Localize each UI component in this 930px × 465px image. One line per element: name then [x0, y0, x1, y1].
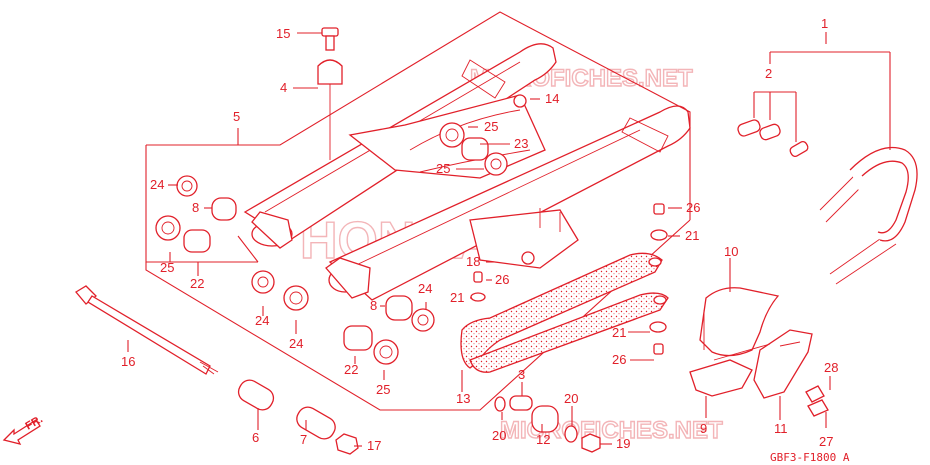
washer-21-b	[470, 292, 486, 302]
callout-21-c: 21	[612, 325, 626, 340]
bushing-23	[461, 137, 489, 161]
front-direction-label: FR.	[24, 413, 45, 432]
bolt-26-c	[653, 343, 664, 355]
guard-10	[699, 287, 780, 357]
chain-link-2-a	[737, 119, 761, 137]
callout-18: 18	[466, 254, 480, 269]
bolt-28	[805, 385, 825, 403]
callout-8-a: 8	[192, 200, 199, 215]
bearing-25-mid	[484, 152, 508, 176]
bolt-26-a	[653, 203, 665, 215]
plate-9	[689, 359, 753, 397]
callout-4: 4	[280, 80, 287, 95]
collar-3	[509, 395, 533, 411]
collar-6	[237, 379, 275, 411]
callout-25-c: 25	[160, 260, 174, 275]
callout-23: 23	[514, 136, 528, 151]
nut-17	[335, 433, 359, 455]
washer-21-c	[649, 321, 667, 333]
washer-20-right	[564, 425, 578, 443]
callout-16: 16	[121, 354, 135, 369]
callout-7: 7	[300, 432, 307, 447]
callout-3: 3	[518, 367, 525, 382]
roller-12	[531, 405, 559, 433]
callout-10: 10	[724, 244, 738, 259]
clamp-4	[317, 59, 343, 85]
bearing-25-left	[155, 215, 181, 241]
bolt-27	[807, 399, 829, 417]
callout-24-a: 24	[150, 177, 164, 192]
clip-2-c	[789, 140, 809, 158]
callout-11: 11	[774, 421, 788, 436]
leader-lines	[127, 32, 891, 447]
callout-21-a: 21	[685, 228, 699, 243]
callout-24-d: 24	[289, 336, 303, 351]
callout-25-a: 25	[484, 119, 498, 134]
nut-19	[581, 433, 601, 453]
callout-5: 5	[233, 109, 240, 124]
callout-21-b: 21	[450, 290, 464, 305]
washer-21-a	[650, 229, 668, 241]
bolt-26-b	[473, 271, 483, 283]
grommet-14	[513, 94, 527, 108]
callout-14: 14	[545, 91, 559, 106]
callout-labels: 1 2 15 4 14 5 25 23 25 24 8 26 21 10 18 …	[121, 16, 838, 453]
callout-22-b: 22	[344, 362, 358, 377]
seal-24-b	[283, 285, 309, 311]
needle-22-center	[343, 325, 373, 351]
callout-13: 13	[456, 391, 470, 406]
callout-17: 17	[367, 438, 381, 453]
callout-20-b: 20	[492, 428, 506, 443]
diagram-code: GBF3-F1800 A	[770, 451, 850, 464]
callout-2: 2	[765, 66, 772, 81]
seal-24-c	[411, 308, 435, 332]
callout-15: 15	[276, 26, 290, 41]
washer-20-left	[494, 396, 506, 412]
callout-26-b: 26	[495, 272, 509, 287]
callout-8-b: 8	[370, 298, 377, 313]
collar-8-left	[211, 197, 237, 221]
callout-19: 19	[616, 436, 630, 451]
callout-27: 27	[819, 434, 833, 449]
callout-9: 9	[700, 421, 707, 436]
callout-12: 12	[536, 432, 550, 447]
guide-11	[753, 329, 813, 399]
drive-chain-1	[819, 146, 918, 285]
callout-22-a: 22	[190, 276, 204, 291]
grommet-18	[521, 251, 535, 265]
callout-24-c: 24	[255, 313, 269, 328]
callout-20-a: 20	[564, 391, 578, 406]
bearing-25-upper	[439, 122, 465, 148]
chain-link-2-b	[759, 123, 781, 141]
seal-24-left	[176, 175, 198, 197]
chain-slider-13	[460, 252, 669, 373]
callout-1: 1	[821, 16, 828, 31]
callout-6: 6	[252, 430, 259, 445]
callout-26-c: 26	[612, 352, 626, 367]
seal-24-a	[251, 270, 275, 294]
callout-24-b: 24	[418, 281, 432, 296]
collar-8-center	[385, 295, 413, 321]
bolt-15	[321, 27, 339, 51]
bearing-25-center	[373, 339, 399, 365]
needle-22-left	[183, 229, 211, 253]
collar-7	[296, 406, 336, 440]
callout-25-b: 25	[436, 161, 450, 176]
callout-26-a: 26	[686, 200, 700, 215]
front-direction-arrow: FR.	[2, 413, 45, 445]
pivot-bolt-16	[75, 285, 219, 375]
callout-25-d: 25	[376, 382, 390, 397]
callout-28: 28	[824, 360, 838, 375]
